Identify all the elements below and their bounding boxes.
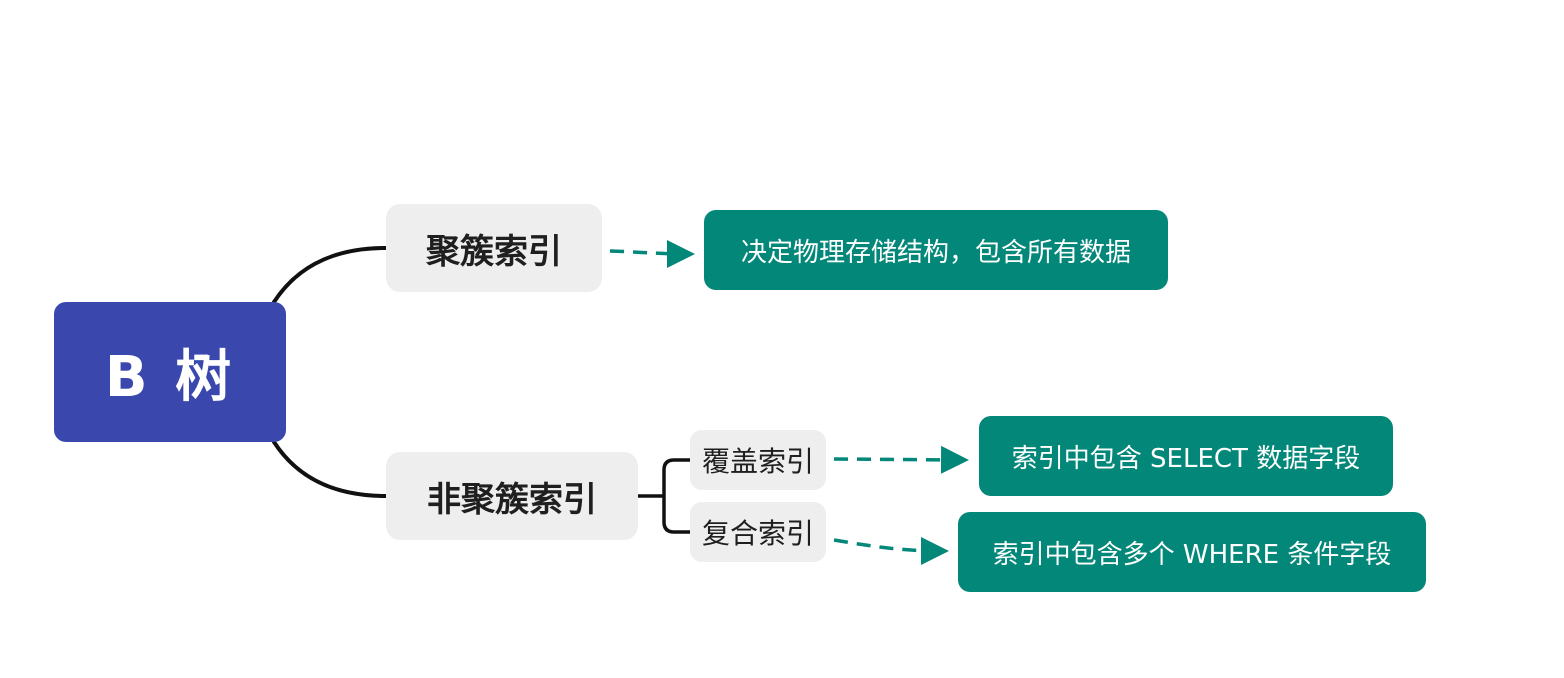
note-text: 决定物理存储结构，包含所有数据 xyxy=(740,237,1131,268)
sub-branch-composite-index: 复合索引 xyxy=(690,502,826,562)
root-to-nonclustered-link xyxy=(272,440,388,498)
branch-label: 聚簇索引 xyxy=(426,231,562,272)
branch-label: 非聚簇索引 xyxy=(427,479,597,520)
branch-nonclustered-index: 非聚簇索引 xyxy=(386,452,638,540)
covering-note-arrow xyxy=(833,445,969,474)
root-label: B 树 xyxy=(104,344,236,410)
root-node: B 树 xyxy=(54,302,286,442)
note-composite-index: 索引中包含多个 WHERE 条件字段 xyxy=(958,512,1426,592)
branch-clustered-index: 聚簇索引 xyxy=(386,204,602,292)
note-clustered-index: 决定物理存储结构，包含所有数据 xyxy=(704,210,1168,290)
root-to-clustered-link xyxy=(272,246,388,304)
sub-branch-label: 复合索引 xyxy=(701,517,814,550)
sub-branch-covering-index: 覆盖索引 xyxy=(690,430,826,490)
nonclustered-bracket xyxy=(636,458,692,534)
note-text: 索引中包含多个 WHERE 条件字段 xyxy=(992,539,1392,570)
composite-note-arrow xyxy=(833,536,949,565)
sub-branch-label: 覆盖索引 xyxy=(701,445,814,478)
clustered-note-arrow xyxy=(609,239,695,268)
note-covering-index: 索引中包含 SELECT 数据字段 xyxy=(979,416,1393,496)
note-text: 索引中包含 SELECT 数据字段 xyxy=(1011,443,1361,474)
